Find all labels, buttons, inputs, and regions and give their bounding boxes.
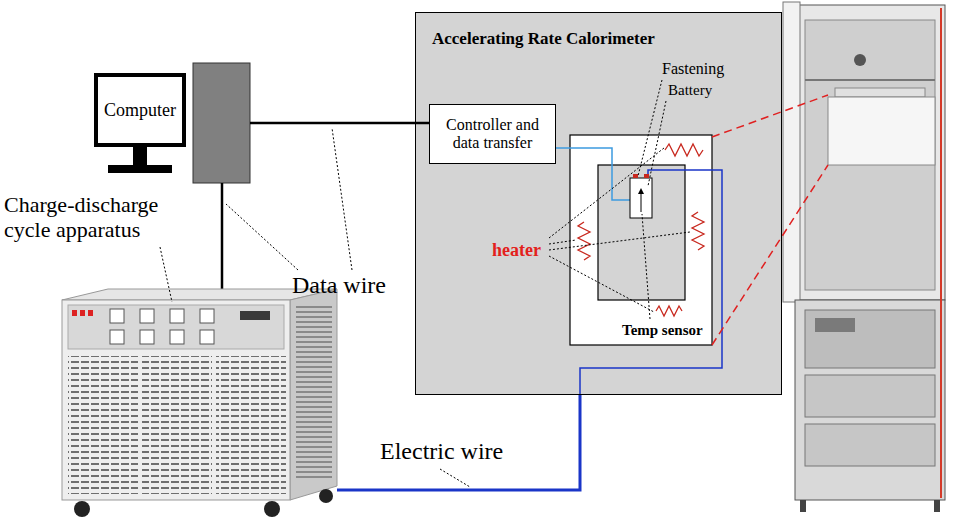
cycler-illustration <box>62 289 337 517</box>
heater-coil <box>578 222 590 260</box>
wire-label: Electric wire <box>380 438 503 466</box>
instrument-panel <box>805 310 935 368</box>
display <box>815 318 855 332</box>
chamber-lid <box>835 88 925 97</box>
chamber-inner <box>598 165 685 300</box>
temp-sensor-tip <box>638 188 644 194</box>
caster-wheel <box>74 501 90 517</box>
leader-line <box>549 232 690 250</box>
channel-module <box>140 309 154 323</box>
leader-line <box>549 148 664 238</box>
zoom-line <box>712 165 828 345</box>
leader-line <box>332 128 352 270</box>
shelf <box>805 79 935 81</box>
node-text: Computer <box>104 100 176 121</box>
channel-module <box>170 309 184 323</box>
monitor-neck <box>133 147 147 167</box>
caster-wheel <box>264 501 280 517</box>
cabinet-top <box>792 5 945 300</box>
temp-sensor-probe <box>641 192 642 212</box>
heater-coil <box>665 144 703 156</box>
leader-line <box>648 101 666 186</box>
channel-module <box>110 330 124 344</box>
indicator <box>88 310 93 316</box>
leader-line <box>549 240 576 244</box>
trim-stripe <box>940 8 942 498</box>
part-label: Temp sensor <box>622 322 703 339</box>
heater-coil <box>656 306 682 316</box>
leader-line <box>638 80 662 176</box>
vent-grille <box>142 356 212 494</box>
part-label: Fastening <box>662 60 724 78</box>
instrument-rack <box>795 300 945 500</box>
vent-grille <box>216 356 286 494</box>
calorimeter-photo <box>783 2 945 512</box>
leader-line <box>160 247 172 302</box>
computer-tower <box>193 63 250 183</box>
indicator <box>72 310 77 316</box>
vent-grille <box>68 356 138 494</box>
fitting <box>854 54 866 66</box>
electric-wire <box>580 170 722 395</box>
channel-module <box>110 309 124 323</box>
instrument-panel <box>805 424 935 466</box>
part-label: heater <box>492 240 541 261</box>
instrument-panel <box>805 375 935 417</box>
channel-module <box>140 330 154 344</box>
data-wire <box>221 183 224 296</box>
leader-lines <box>160 80 690 487</box>
fastening-clip <box>644 174 649 178</box>
chamber-box <box>828 97 935 165</box>
sensor-wire <box>556 148 630 200</box>
channel-panel <box>68 305 284 349</box>
heater-coil <box>692 212 704 250</box>
vent-grille <box>296 305 332 480</box>
computer-monitor: Computer <box>94 73 186 147</box>
channel-module <box>200 309 214 323</box>
calorimeter-box: Accelerating Rate CalorimeterController … <box>415 12 782 395</box>
leader-line <box>549 256 654 312</box>
fastening-clip <box>633 174 638 178</box>
brand-plate <box>240 311 270 320</box>
node-text: Controller and data transfer <box>436 116 549 153</box>
caster-wheel <box>319 489 333 503</box>
data-wire <box>250 122 429 125</box>
leg <box>800 500 806 512</box>
electric-wire <box>337 395 580 490</box>
cycler-front <box>62 300 290 500</box>
leg <box>934 500 940 512</box>
cycler-side <box>290 289 337 500</box>
indicator <box>80 310 85 316</box>
part-label: Battery <box>668 82 712 99</box>
leader-line <box>440 469 470 487</box>
node-text: Accelerating Rate Calorimeter <box>432 29 765 49</box>
channel-module <box>170 330 184 344</box>
channel-module <box>200 330 214 344</box>
device-label: Charge-discharge cycle apparatus <box>4 192 204 243</box>
wire-label: Data wire <box>292 272 386 300</box>
leader-line <box>642 214 650 319</box>
controller-box: Controller and data transfer <box>429 104 556 164</box>
leader-line <box>226 204 298 270</box>
monitor-base <box>108 165 172 173</box>
cabinet-interior <box>805 20 935 290</box>
zoom-line <box>712 95 828 137</box>
open-door <box>783 2 800 302</box>
calorimeter-housing <box>415 12 782 395</box>
